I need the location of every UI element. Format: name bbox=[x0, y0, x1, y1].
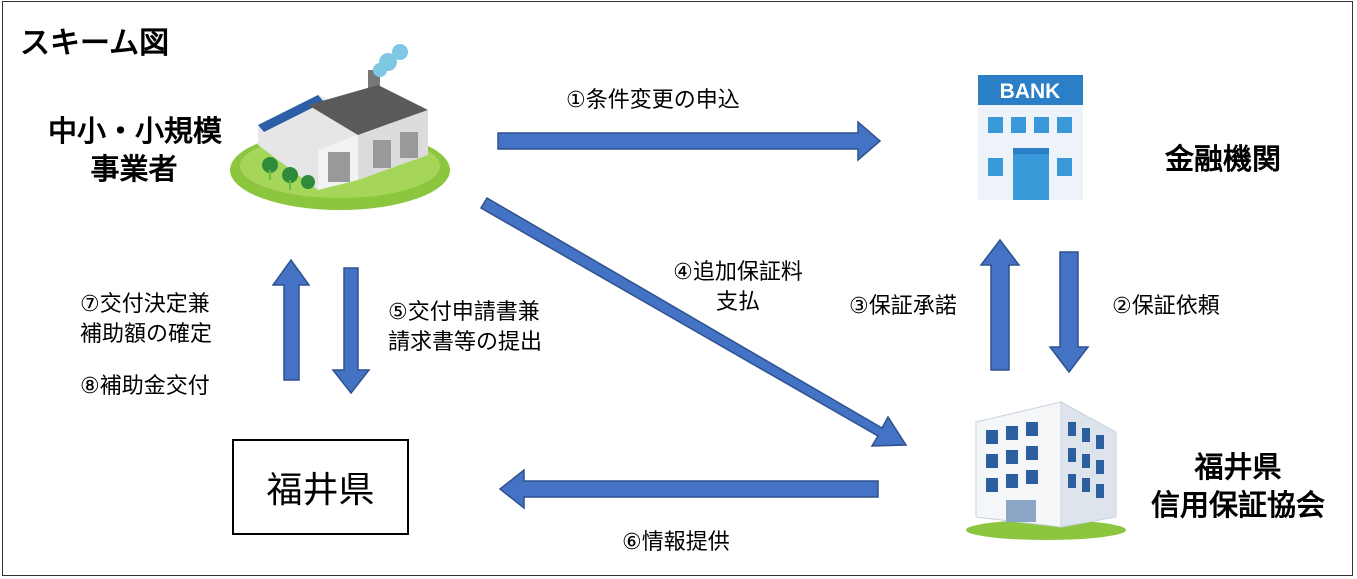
entity-bank: 金融機関 bbox=[1164, 142, 1281, 176]
arrow-step3 bbox=[979, 238, 1021, 371]
label-step8: ⑧補助金交付 bbox=[80, 374, 210, 399]
entity-business-line2: 事業者 bbox=[90, 152, 178, 186]
arrow-step1 bbox=[497, 120, 882, 162]
entity-guarantee-line2: 信用保証協会 bbox=[1150, 488, 1325, 522]
factory-icon bbox=[230, 44, 450, 210]
arrow-step4 bbox=[479, 196, 908, 447]
label-step4: ④追加保証料 支払 bbox=[668, 258, 808, 318]
label-step7: ⑦交付決定兼 補助額の確定 bbox=[80, 290, 212, 350]
entity-guarantee-association: 福井県 信用保証協会 bbox=[1138, 448, 1338, 524]
entity-guarantee-line1: 福井県 bbox=[1194, 450, 1282, 484]
label-step4-line2: 支払 bbox=[715, 290, 760, 315]
arrow-step7-8 bbox=[271, 258, 311, 381]
entity-prefecture-box: 福井県 bbox=[232, 439, 409, 535]
arrow-step5 bbox=[331, 267, 371, 395]
label-step2: ②保証依頼 bbox=[1112, 294, 1220, 319]
label-step5-line1: ⑤交付申請書兼 bbox=[388, 300, 540, 325]
arrow-step6 bbox=[498, 468, 879, 510]
entity-business: 中小・小規模 事業者 bbox=[48, 112, 223, 188]
label-step6: ⑥情報提供 bbox=[622, 530, 730, 555]
arrow-step2 bbox=[1048, 251, 1090, 374]
label-step3: ③保証承諾 bbox=[849, 294, 957, 319]
label-step7-line1: ⑦交付決定兼 bbox=[80, 292, 210, 317]
office-building-icon bbox=[966, 401, 1126, 540]
label-step5: ⑤交付申請書兼 請求書等の提出 bbox=[388, 298, 542, 358]
bank-sign-text: BANK bbox=[1000, 80, 1061, 103]
label-step5-line2: 請求書等の提出 bbox=[388, 330, 543, 355]
label-step1: ①条件変更の申込 bbox=[566, 88, 740, 113]
label-step4-line1: ④追加保証料 bbox=[673, 260, 803, 285]
label-step7-line2: 補助額の確定 bbox=[80, 322, 213, 347]
diagram-title: スキーム図 bbox=[20, 26, 170, 61]
bank-building-icon: BANK bbox=[978, 75, 1083, 200]
entity-business-line1: 中小・小規模 bbox=[48, 114, 223, 148]
